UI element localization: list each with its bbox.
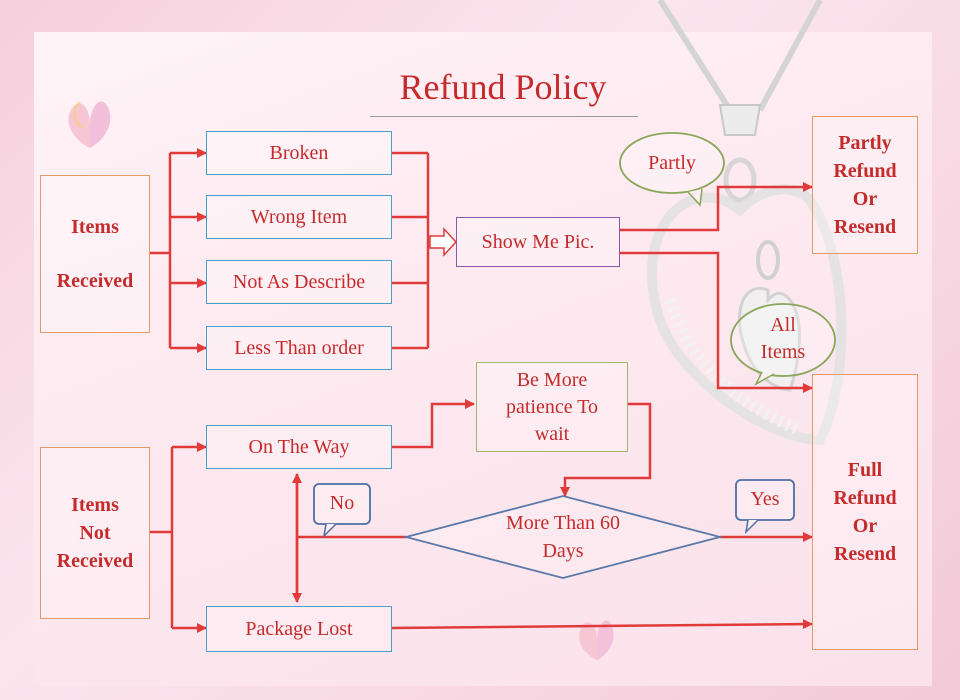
partly-bubble (619, 132, 725, 194)
page-title: Refund Policy (399, 67, 607, 107)
no-bubble (313, 483, 371, 525)
yes-bubble (735, 479, 795, 521)
be-more-patience-box: Be More patience To wait (476, 362, 628, 452)
butterfly-icon (68, 101, 111, 148)
heart-pendant-image (646, 0, 847, 446)
reason-broken-box: Broken (206, 131, 392, 175)
partly-refund-label-3: Or (852, 188, 878, 210)
full-refund-box: Full Refund Or Resend (812, 374, 918, 650)
yes-bubble-label: Yes (750, 488, 780, 510)
items-not-received-label-2: Not (79, 522, 111, 544)
decision-diamond (402, 495, 724, 579)
patience-label-3: wait (534, 422, 570, 445)
butterfly-icon (579, 620, 614, 660)
partly-bubble-label: Partly (648, 152, 696, 174)
reason-not-as-describe-box: Not As Describe (206, 260, 392, 304)
reason-less-than-order-box: Less Than order (206, 326, 392, 370)
all-items-bubble (730, 303, 836, 377)
patience-label-2: patience To (505, 395, 599, 418)
items-received-box: Items Received (40, 175, 150, 333)
full-refund-label-4: Resend (833, 543, 897, 565)
items-received-label-1: Items (71, 216, 119, 238)
full-refund-label-1: Full (847, 459, 883, 481)
all-items-label-1: All (770, 314, 796, 336)
no-bubble-label: No (329, 492, 355, 514)
patience-label-1: Be More (516, 368, 588, 391)
partly-refund-label-2: Refund (833, 160, 897, 182)
all-items-bubble-label: All Items (737, 312, 829, 366)
partly-refund-label-1: Partly (838, 132, 892, 154)
decision-label-2: Days (542, 540, 584, 562)
package-lost-box: Package Lost (206, 606, 392, 652)
decision-label-1: More Than 60 (505, 512, 621, 534)
full-refund-label-3: Or (852, 515, 878, 537)
title-underline (370, 116, 638, 117)
full-refund-label-2: Refund (833, 487, 897, 509)
items-received-label-2: Received (56, 270, 134, 292)
partly-refund-label-4: Resend (833, 216, 897, 238)
partly-refund-box: Partly Refund Or Resend (812, 116, 918, 254)
items-not-received-label-1: Items (71, 494, 119, 516)
items-not-received-box: Items Not Received (40, 447, 150, 619)
items-not-received-label-3: Received (56, 550, 134, 572)
decision-label: More Than 60 Days (470, 509, 656, 565)
show-me-pic-box: Show Me Pic. (456, 217, 620, 267)
on-the-way-box: On The Way (206, 425, 392, 469)
all-items-label-2: Items (760, 341, 806, 363)
reason-wrong-item-box: Wrong Item (206, 195, 392, 239)
